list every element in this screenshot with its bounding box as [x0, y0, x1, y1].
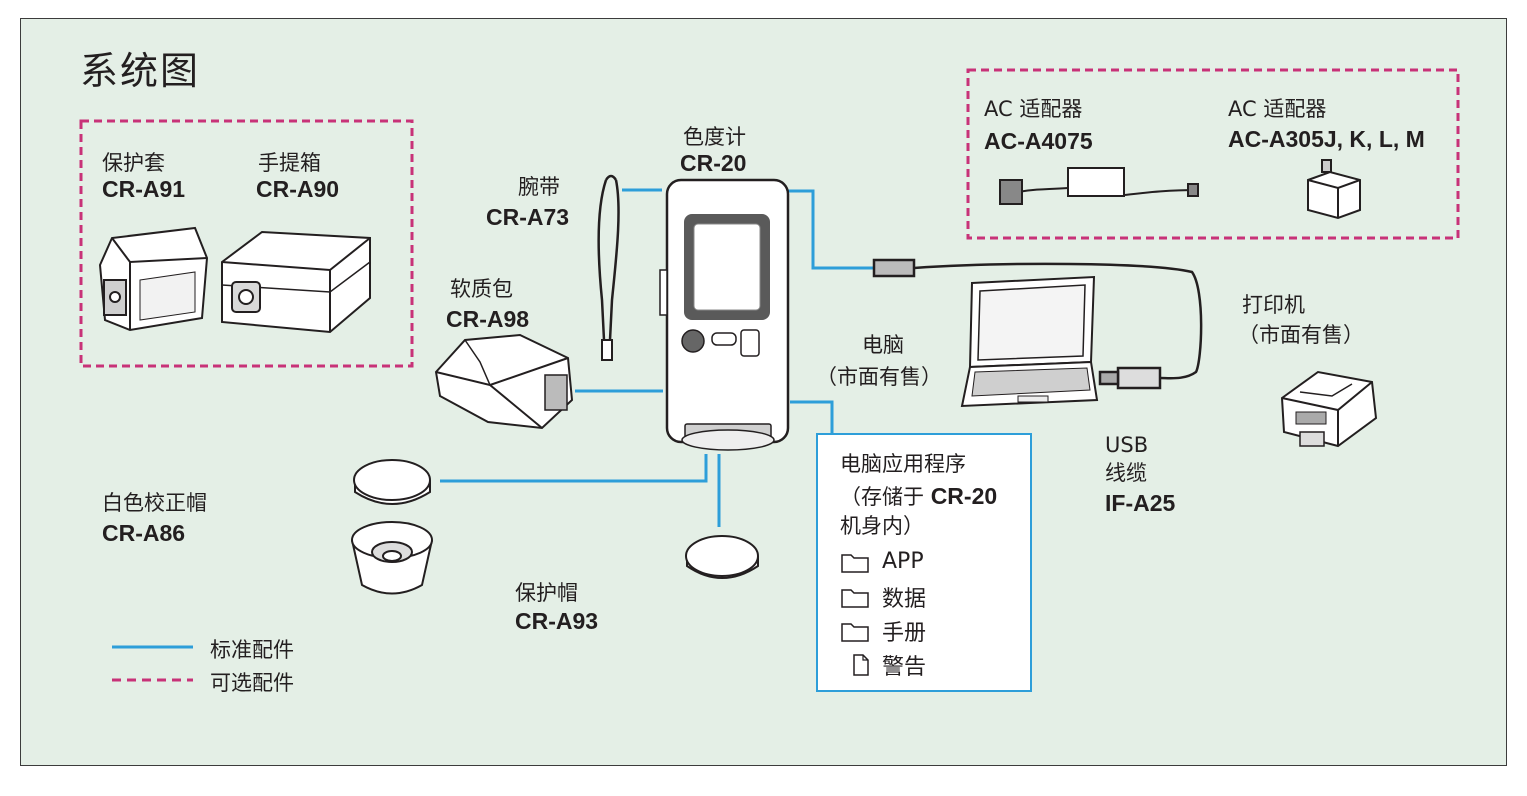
printer-note: （市面有售） — [1238, 323, 1364, 347]
legend-standard-label: 标准配件 — [210, 638, 294, 662]
protective-cover-model: CR-A91 — [102, 176, 186, 202]
computer-note: （市面有售） — [816, 365, 942, 389]
ac-adapter-305-icon — [1307, 159, 1361, 220]
wrist-strap-model: CR-A73 — [486, 204, 570, 230]
computer-name: 电脑 — [862, 333, 904, 357]
wrist-strap-icon — [597, 174, 620, 361]
wrist-strap-name: 腕带 — [518, 175, 560, 199]
soft-bag-model: CR-A98 — [446, 306, 530, 332]
laptop-icon — [960, 275, 1099, 408]
app-box-storage-suffix: 机身内） — [840, 514, 924, 538]
usb-cable-model: IF-A25 — [1105, 490, 1176, 516]
folder-icon — [841, 553, 869, 573]
ac-adapter-1-name: AC 适配器 — [984, 97, 1083, 121]
ac-adapter-2-name: AC 适配器 — [1228, 97, 1327, 121]
app-item-warning: 警告 — [852, 649, 926, 681]
app-box-storage-model: CR-20 — [930, 483, 998, 509]
colorimeter-name: 色度计 — [683, 125, 746, 149]
app-box-title: 电脑应用程序 — [840, 452, 966, 476]
ac-adapter-1-model: AC-A4075 — [984, 128, 1093, 154]
optional-box-cases — [79, 119, 414, 368]
colorimeter-device-icon — [659, 178, 790, 451]
white-calibration-cap-icon — [351, 459, 433, 595]
usb-cable-name-line1: USB — [1105, 433, 1149, 457]
ac-adapter-2-model: AC-A305J, K, L, M — [1228, 126, 1425, 152]
white-cap-model: CR-A86 — [102, 520, 186, 546]
diagram-title: 系统图 — [80, 49, 201, 93]
protective-cap-name: 保护帽 — [515, 581, 578, 605]
app-item-label: 警告 — [882, 655, 927, 680]
carrying-case-name: 手提箱 — [258, 151, 321, 175]
optional-box-adapters — [966, 68, 1460, 240]
carrying-case-model: CR-A90 — [256, 176, 340, 202]
app-box-storage-prefix: （存储于 — [840, 485, 931, 509]
connector-white-cap — [440, 454, 708, 483]
white-cap-name: 白色校正帽 — [102, 491, 207, 515]
connector-app — [790, 400, 834, 433]
legend-optional-label: 可选配件 — [210, 671, 294, 695]
pc-application-box: 电脑应用程序 （存储于 CR-20 机身内） APP 数据 手册 警告 — [816, 433, 1032, 692]
protective-cover-name: 保护套 — [102, 151, 165, 175]
soft-bag-name: 软质包 — [450, 277, 513, 301]
app-item-label: 手册 — [882, 621, 927, 646]
printer-name: 打印机 — [1242, 293, 1305, 317]
colorimeter-model: CR-20 — [680, 150, 747, 176]
usb-cable-name-line2: 线缆 — [1105, 461, 1147, 485]
carrying-case-icon — [221, 230, 371, 334]
protective-cap-model: CR-A93 — [515, 608, 599, 634]
app-item-app: APP — [840, 549, 924, 574]
file-icon — [853, 654, 869, 676]
app-item-label: 数据 — [882, 587, 927, 612]
folder-icon — [841, 589, 869, 608]
app-item-label: APP — [882, 549, 924, 574]
folder-icon — [841, 623, 869, 642]
app-box-storage-line: （存储于 CR-20 — [840, 483, 997, 511]
usb-cable-icon — [872, 258, 1203, 390]
protective-cover-icon — [98, 226, 209, 332]
ac-adapter-4075-icon — [999, 167, 1199, 205]
protective-cap-icon — [685, 535, 759, 579]
soft-bag-icon — [434, 333, 574, 430]
printer-icon — [1280, 370, 1378, 448]
app-item-data: 数据 — [840, 581, 926, 613]
connector-usb — [785, 189, 874, 270]
app-item-manual: 手册 — [840, 615, 926, 647]
